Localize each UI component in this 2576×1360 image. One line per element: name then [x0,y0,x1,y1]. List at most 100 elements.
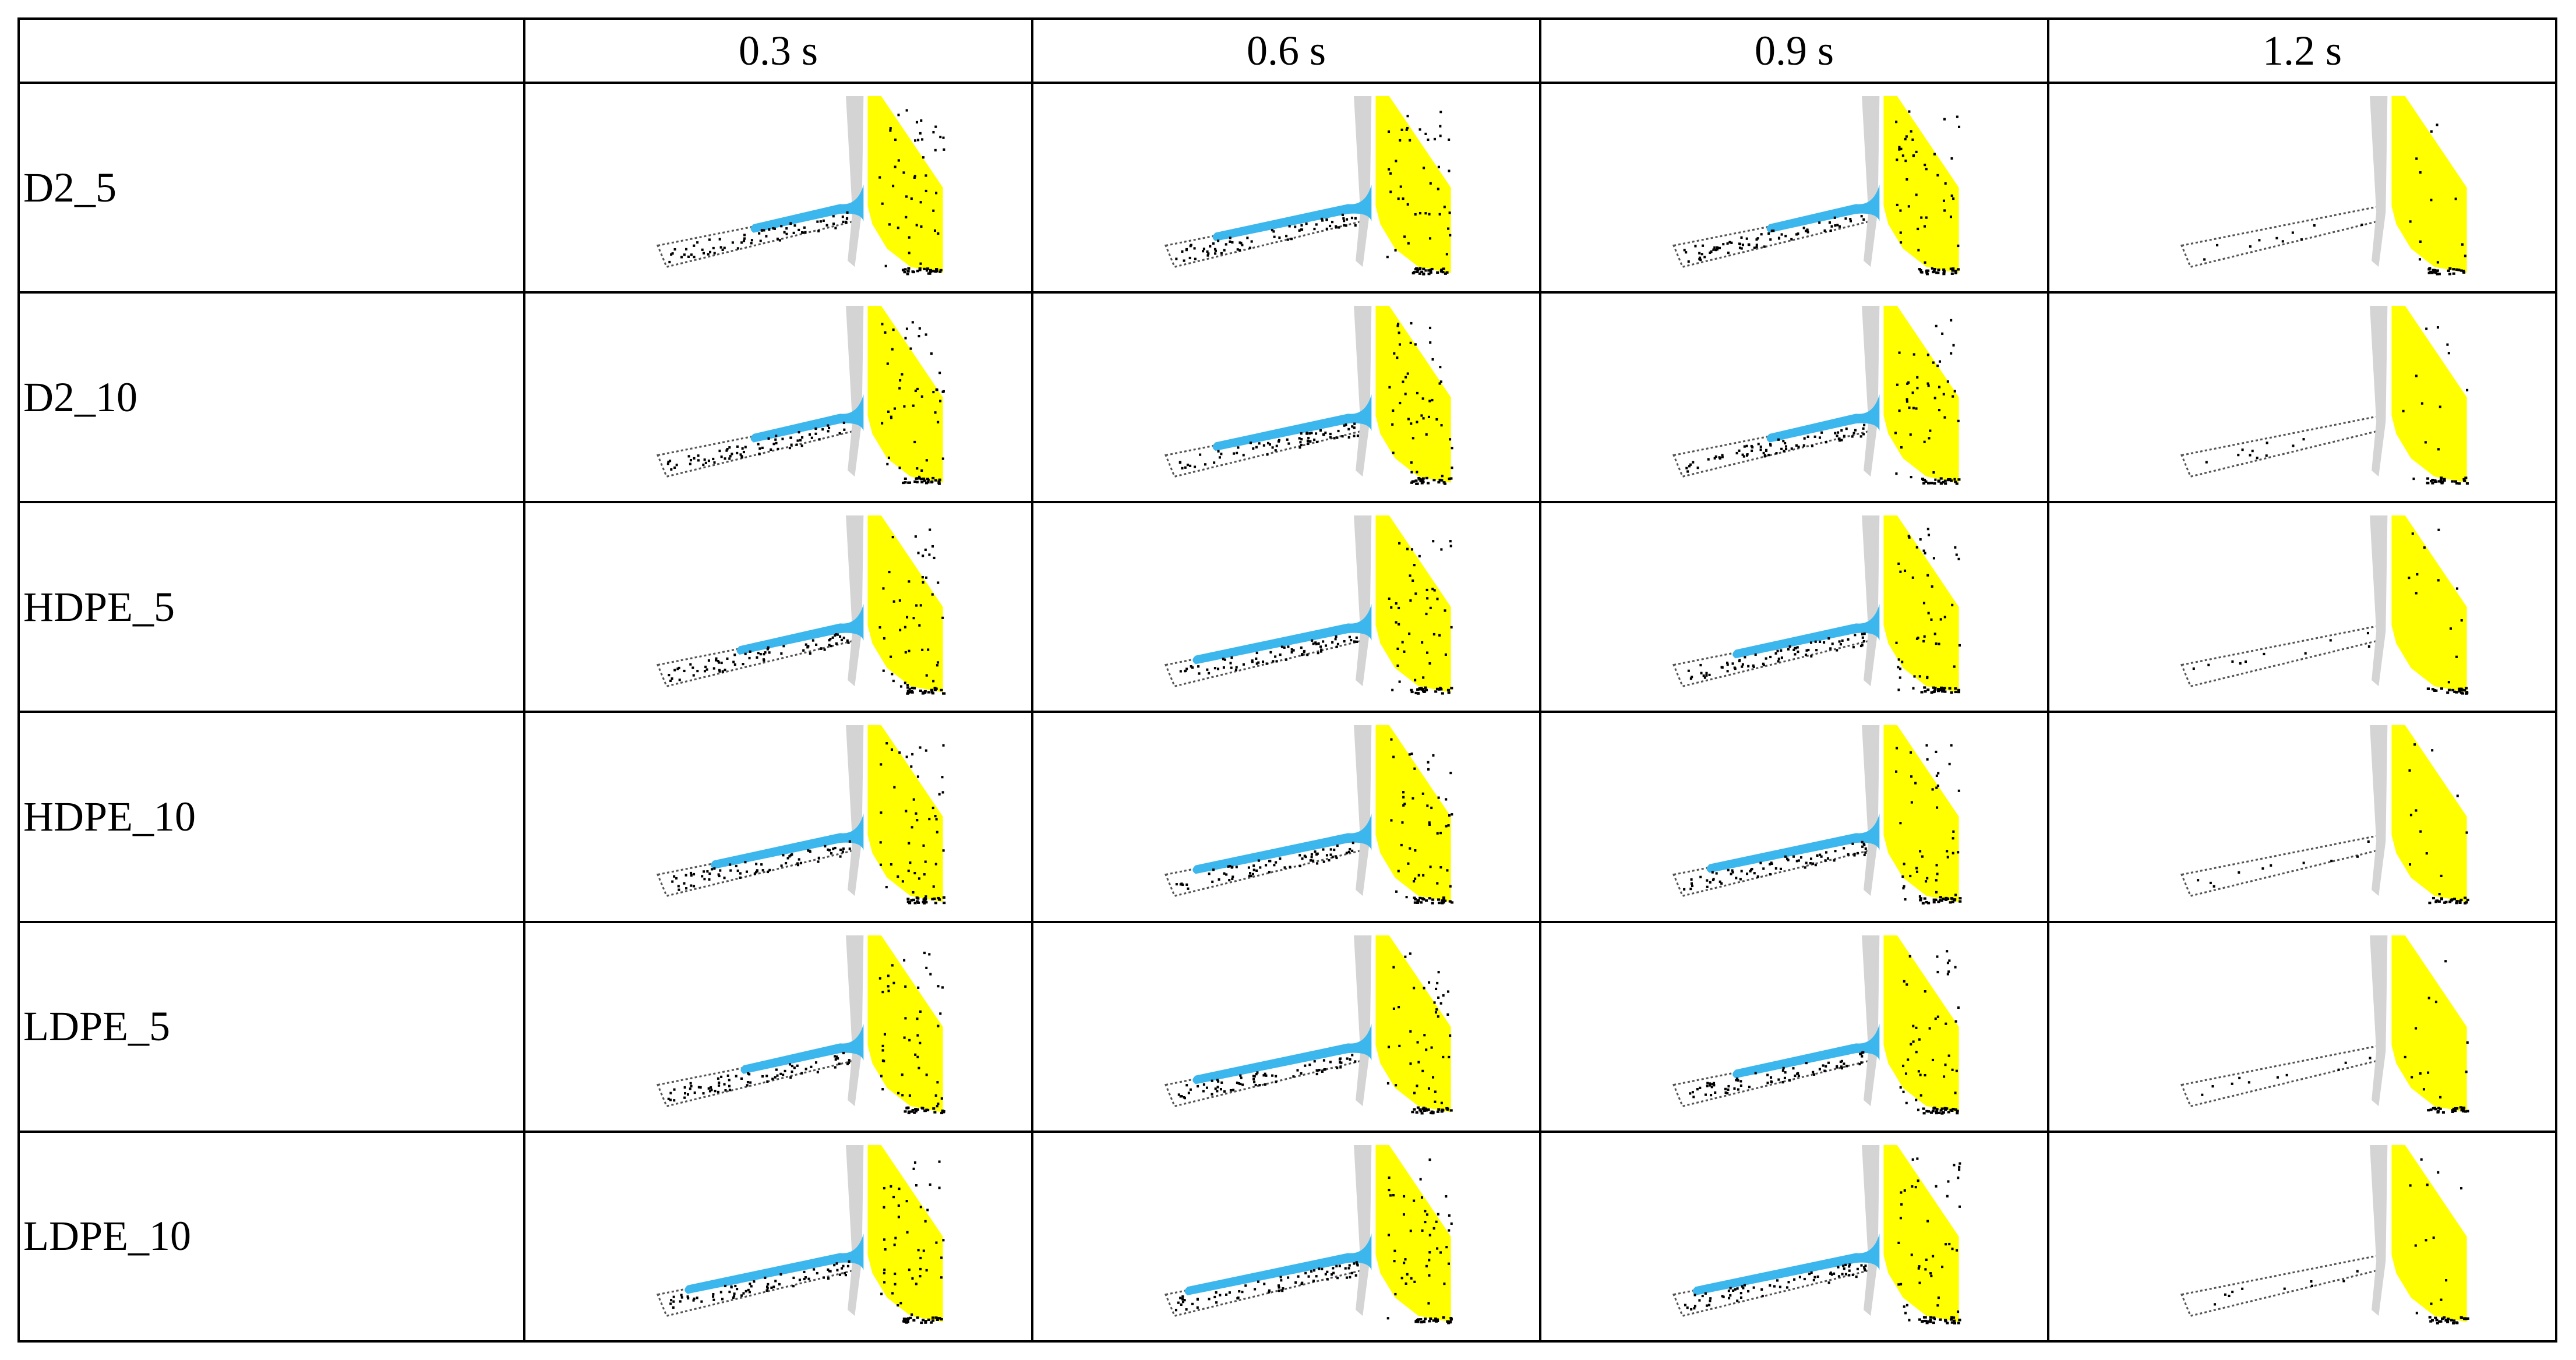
simulation-snapshot-image [656,515,946,695]
yellow-body [2391,1144,2467,1322]
yellow-body [1883,515,1959,693]
channel-outline [2180,204,2383,269]
snapshot-cell [1539,1130,2049,1343]
simulation-snapshot-image [2180,306,2469,485]
yellow-body [867,306,943,483]
snapshot-cell [1539,291,2049,504]
snapshot-cell [1031,920,1541,1133]
particle-scatter [1689,949,1960,1115]
simulation-snapshot-image [656,725,946,905]
wall-surface [1354,96,1372,267]
simulation-snapshot-image [1164,96,1452,275]
particle-scatter [666,321,945,485]
table-row: D2_5 [17,81,2557,294]
yellow-body [1375,515,1451,693]
simulation-snapshot-image [1672,1144,1961,1324]
snapshot-cell [1539,920,2049,1133]
yellow-body [867,96,943,273]
particle-scatter [1685,319,1961,485]
snapshot-cell [523,291,1033,504]
yellow-body [867,515,943,693]
simulation-snapshot-image [2180,96,2467,275]
time-header: 0.9 s [1539,17,2049,84]
yellow-body [2391,935,2467,1112]
particle-scatter [1683,110,1961,275]
particle-scatter [667,951,945,1114]
wall-surface [2370,306,2388,477]
yellow-body [2391,515,2467,693]
row-label: D2_10 [17,291,525,504]
yellow-body [867,725,943,903]
particle-scatter [2213,1158,2469,1324]
snapshot-cell [1031,1130,1541,1343]
fluid-jet [1732,604,1880,659]
row-label: HDPE_10 [17,711,525,923]
channel-outline [2180,624,2383,688]
fluid-jet [1192,604,1372,665]
row-label: LDPE_10 [17,1130,525,1343]
wall-surface [1354,935,1372,1106]
particle-scatter [2203,123,2466,275]
yellow-body [1883,725,1959,903]
time-header-row: 0.3 s 0.6 s 0.9 s 1.2 s [17,17,2557,84]
fluid-jet [736,604,864,655]
wall-surface [1862,935,1880,1106]
snapshot-cell [523,711,1033,923]
particle-scatter [668,528,946,695]
wall-surface [1862,725,1880,896]
simulation-snapshot-image [1164,515,1453,695]
snapshot-cell [523,501,1033,713]
row-label: D2_5 [17,81,525,294]
particle-scatter [1687,528,1961,694]
yellow-body [1375,1144,1451,1322]
fluid-jet [740,1023,864,1074]
wall-surface [2370,96,2388,267]
particle-scatter [2197,743,2469,905]
wall-surface [846,725,864,896]
snapshot-cell [523,1130,1033,1343]
yellow-body [1375,306,1451,483]
wall-surface [846,935,864,1106]
snapshot-cell [1539,81,2049,294]
table-row: HDPE_5 [17,501,2557,713]
simulation-snapshot-image [1164,935,1453,1115]
particle-scatter [1178,322,1453,486]
particle-scatter [1175,111,1452,275]
snapshot-cell [2047,711,2557,923]
wall-surface [1862,1144,1880,1316]
wall-surface [1354,515,1372,687]
simulation-snapshot-image [656,1144,945,1324]
simulation-snapshot-image [2180,1144,2469,1324]
particle-scatter [1174,1158,1453,1324]
simulation-snapshot-image [656,96,945,275]
simulation-snapshot-image [1672,96,1961,275]
fluid-jet [1692,1233,1880,1295]
fluid-jet [1706,814,1880,873]
particle-scatter [2205,326,2469,485]
snapshot-cell [2047,291,2557,504]
time-header: 0.6 s [1031,17,1541,84]
yellow-body [867,935,943,1112]
simulation-snapshot-image [2180,935,2469,1114]
fluid-jet [1766,184,1880,233]
wall-surface [846,515,864,687]
yellow-body [1883,935,1959,1112]
wall-surface [846,306,864,477]
yellow-body [1883,1144,1959,1322]
snapshot-cell [1031,81,1541,294]
simulation-snapshot-image [1672,935,1960,1115]
fluid-jet [750,184,864,233]
snapshot-cell [1031,711,1541,923]
simulation-snapshot-image [656,935,945,1114]
time-header: 0.3 s [523,17,1033,84]
row-label: LDPE_5 [17,920,525,1133]
wall-surface [2370,935,2388,1106]
yellow-body [2391,306,2467,483]
wall-surface [1354,306,1372,477]
yellow-body [1883,306,1959,483]
snapshot-cell [2047,501,2557,713]
snapshot-cell [1031,291,1541,504]
wall-surface [846,1144,864,1316]
table-row: LDPE_10 [17,1130,2557,1343]
